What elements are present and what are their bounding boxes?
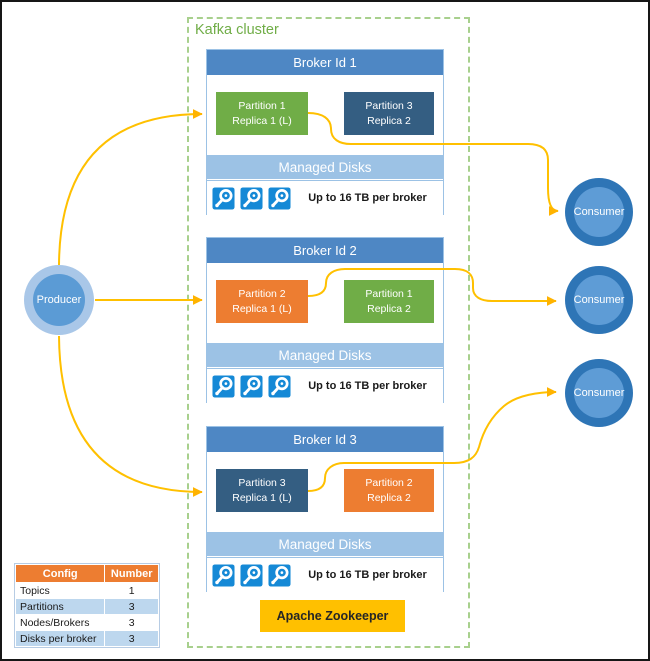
broker-2: Broker Id 2 Partition 2 Replica 1 (L) Pa… — [206, 237, 444, 403]
broker-2-capacity-note: Up to 16 TB per broker — [308, 380, 427, 392]
replica-name: Replica 2 — [367, 302, 411, 315]
config-header-cell: Config — [14, 564, 106, 583]
consumer-label: Consumer — [574, 368, 624, 418]
config-value: 1 — [104, 582, 159, 599]
partition-name: Partition 2 — [365, 477, 413, 490]
broker-3: Broker Id 3 Partition 3 Replica 1 (L) Pa… — [206, 426, 444, 592]
broker-3-partition-leader: Partition 3 Replica 1 (L) — [216, 469, 308, 512]
broker-1-partition-replica: Partition 3 Replica 2 — [344, 92, 434, 135]
broker-2-body: Partition 2 Replica 1 (L) Partition 1 Re… — [207, 263, 443, 343]
replica-name: Replica 2 — [367, 114, 411, 127]
managed-disk-icon — [240, 186, 263, 210]
broker-3-title: Broker Id 3 — [207, 427, 443, 452]
consumer-label: Consumer — [574, 275, 624, 325]
broker-3-managed-disks-bar: Managed Disks — [207, 532, 443, 556]
table-row: Nodes/Brokers 3 — [14, 614, 159, 631]
broker-1-body: Partition 1 Replica 1 (L) Partition 3 Re… — [207, 75, 443, 155]
broker-1-title: Broker Id 1 — [207, 50, 443, 75]
broker-1: Broker Id 1 Partition 1 Replica 1 (L) Pa… — [206, 49, 444, 215]
broker-2-title: Broker Id 2 — [207, 238, 443, 263]
config-label: Topics — [14, 582, 106, 599]
managed-disk-icon — [212, 374, 235, 398]
producer-label: Producer — [33, 274, 85, 326]
broker-2-partition-replica: Partition 1 Replica 2 — [344, 280, 434, 323]
managed-disk-icon — [240, 563, 263, 587]
config-value: 3 — [104, 630, 159, 647]
config-table-header-row: Config Number — [14, 564, 159, 583]
producer-node: Producer — [24, 265, 94, 335]
replica-name: Replica 2 — [367, 491, 411, 504]
managed-disk-icon — [268, 186, 291, 210]
kafka-cluster-label: Kafka cluster — [195, 22, 279, 38]
consumer-label: Consumer — [574, 187, 624, 237]
partition-name: Partition 1 — [365, 288, 413, 301]
broker-2-managed-disks-bar: Managed Disks — [207, 343, 443, 367]
arrow-producer-to-broker1 — [58, 109, 203, 266]
broker-3-body: Partition 3 Replica 1 (L) Partition 2 Re… — [207, 452, 443, 532]
partition-name: Partition 2 — [238, 288, 286, 301]
config-label: Nodes/Brokers — [14, 614, 106, 631]
config-table: Config Number Topics 1 Partitions 3 Node… — [14, 563, 160, 648]
managed-disk-icon — [240, 374, 263, 398]
table-row: Topics 1 — [14, 582, 159, 599]
replica-name: Replica 1 (L) — [232, 302, 292, 315]
broker-3-disk-row: Up to 16 TB per broker — [207, 557, 443, 592]
partition-name: Partition 3 — [238, 477, 286, 490]
apache-zookeeper-box: Apache Zookeeper — [260, 600, 405, 632]
broker-2-disk-row: Up to 16 TB per broker — [207, 368, 443, 403]
partition-name: Partition 3 — [365, 100, 413, 113]
consumer-node-2: Consumer — [565, 266, 633, 334]
config-label: Disks per broker — [14, 630, 106, 647]
managed-disk-icon — [268, 374, 291, 398]
partition-name: Partition 1 — [238, 100, 286, 113]
config-label: Partitions — [14, 598, 106, 615]
broker-1-managed-disks-bar: Managed Disks — [207, 155, 443, 179]
number-header-cell: Number — [104, 564, 159, 583]
broker-1-capacity-note: Up to 16 TB per broker — [308, 192, 427, 204]
table-row: Partitions 3 — [14, 598, 159, 615]
broker-2-partition-leader: Partition 2 Replica 1 (L) — [216, 280, 308, 323]
broker-1-partition-leader: Partition 1 Replica 1 (L) — [216, 92, 308, 135]
replica-name: Replica 1 (L) — [232, 114, 292, 127]
table-row: Disks per broker 3 — [14, 630, 159, 647]
managed-disk-icon — [212, 186, 235, 210]
consumer-node-3: Consumer — [565, 359, 633, 427]
managed-disk-icon — [212, 563, 235, 587]
broker-1-disk-row: Up to 16 TB per broker — [207, 180, 443, 215]
consumer-node-1: Consumer — [565, 178, 633, 246]
managed-disk-icon — [268, 563, 291, 587]
config-value: 3 — [104, 614, 159, 631]
arrow-producer-to-broker3 — [58, 335, 203, 497]
broker-3-capacity-note: Up to 16 TB per broker — [308, 569, 427, 581]
replica-name: Replica 1 (L) — [232, 491, 292, 504]
config-value: 3 — [104, 598, 159, 615]
kafka-cluster-boundary — [187, 17, 470, 648]
broker-3-partition-replica: Partition 2 Replica 2 — [344, 469, 434, 512]
